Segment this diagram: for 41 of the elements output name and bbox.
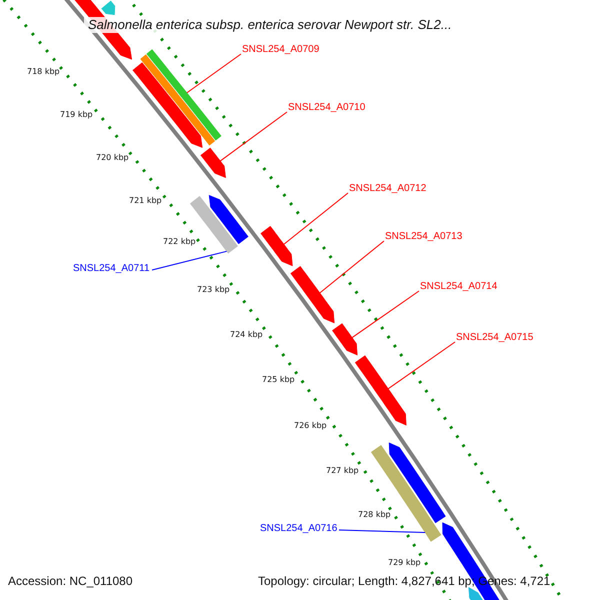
gene-feature [260, 226, 293, 266]
scale-label: 721 kbp [129, 197, 162, 206]
leader-line [388, 342, 456, 390]
gene-feature [146, 49, 222, 141]
scale-label: 724 kbp [230, 331, 263, 340]
leader-line [319, 240, 384, 294]
leader-line [152, 250, 228, 270]
scale-label: 719 kbp [60, 111, 93, 120]
gene-feature [332, 323, 358, 356]
scale-label: 723 kbp [197, 286, 230, 295]
gene-feature [132, 62, 203, 148]
leader-line [186, 54, 242, 94]
gene-feature [468, 587, 484, 600]
gene-label: SNSL254_A0714 [420, 281, 498, 292]
gene-label: SNSL254_A0710 [288, 102, 366, 113]
gene-label: SNSL254_A0712 [349, 183, 426, 194]
scale-label: 727 kbp [326, 467, 359, 476]
gene-label: SNSL254_A0713 [385, 231, 462, 242]
gene-label: SNSL254_A0711 [73, 263, 150, 274]
gene-feature [200, 148, 226, 178]
leader-line [220, 112, 288, 162]
scale-label: 728 kbp [358, 511, 391, 520]
gene-label: SNSL254_A0715 [456, 332, 534, 343]
gene-feature [354, 355, 406, 426]
gene-feature [388, 442, 446, 524]
gene-label: SNSL254_A0716 [260, 523, 338, 534]
scale-label: 718 kbp [27, 68, 60, 77]
gene-feature [140, 54, 216, 146]
scale-label: 729 kbp [388, 559, 421, 568]
gene-feature [290, 266, 335, 324]
gene-feature [208, 195, 248, 244]
accession-text: Accession: NC_011080 [8, 575, 133, 588]
scale-label: 722 kbp [163, 238, 196, 247]
gene-feature [101, 0, 116, 16]
leader-line [352, 290, 420, 338]
scale-label: 725 kbp [262, 376, 295, 385]
scale-label: 720 kbp [96, 154, 129, 163]
leader-line [338, 530, 426, 534]
gene-label: SNSL254_A0709 [242, 44, 320, 55]
scale-label: 726 kbp [294, 422, 327, 431]
leader-line [283, 192, 348, 245]
